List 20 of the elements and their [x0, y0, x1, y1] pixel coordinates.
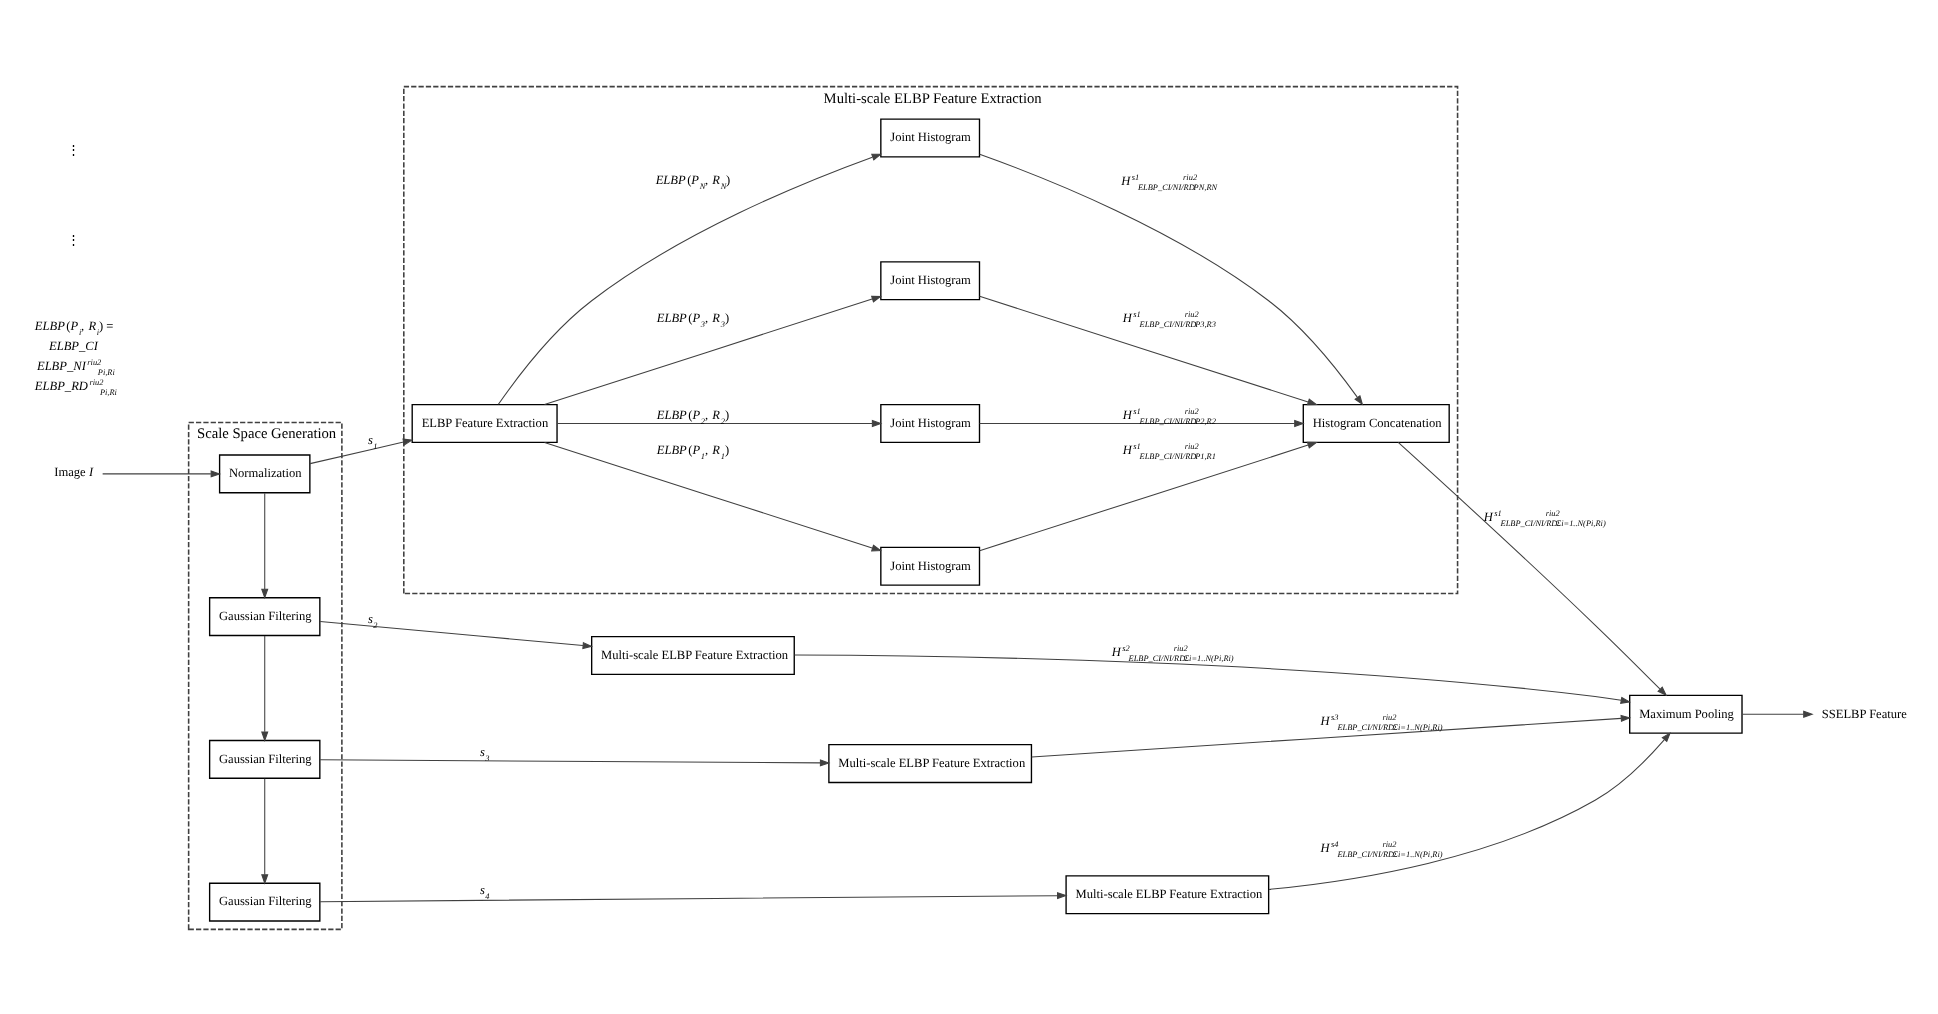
arrow: [793, 653, 1632, 703]
arrow: [979, 440, 1318, 551]
arrow: [261, 634, 269, 741]
arrow: [979, 294, 1318, 405]
arrow: [319, 758, 831, 766]
arrow: [979, 152, 1364, 405]
arrow: [1268, 730, 1671, 889]
arrow: [556, 418, 883, 427]
arrow: [497, 152, 883, 404]
arrow: [319, 620, 594, 649]
arrow: [261, 777, 269, 884]
arrow: [1741, 709, 1814, 717]
arrow: [102, 469, 222, 477]
arrow: [1397, 440, 1668, 696]
arrow: [1031, 713, 1632, 757]
arrow: [261, 491, 269, 599]
arrow: [319, 891, 1068, 902]
arrow: [309, 437, 414, 464]
arrow: [544, 294, 883, 405]
arrow: [544, 440, 883, 551]
